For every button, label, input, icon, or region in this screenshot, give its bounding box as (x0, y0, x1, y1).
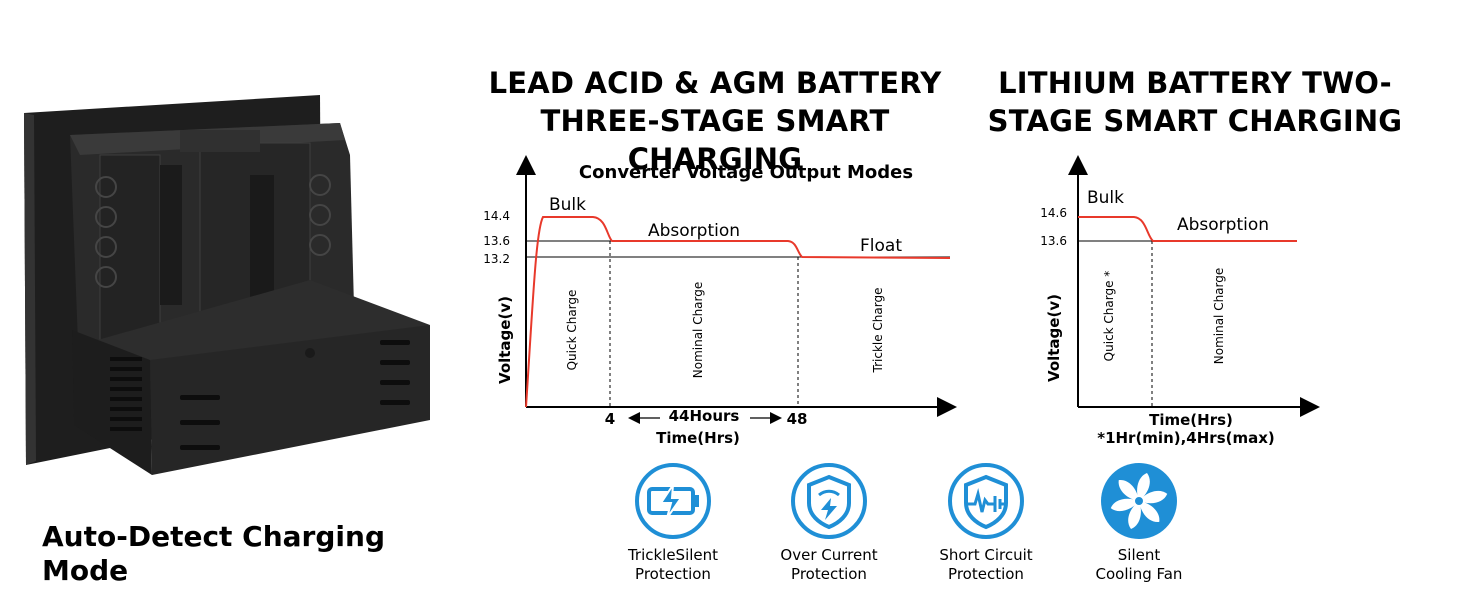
region-quick-charge: Quick Charge * (1102, 271, 1116, 362)
region-quick-charge: Quick Charge (565, 290, 579, 371)
short-circuit-shield-icon (948, 463, 1024, 539)
lead-acid-chart: Converter Voltage Output Modes 14.4 13.6… (483, 155, 957, 447)
x-axis-label: Time(Hrs) (656, 429, 740, 447)
x-tick-4: 4 (605, 410, 615, 428)
feature-label-line2: Protection (948, 565, 1024, 583)
feature-label-line1: Silent (1117, 546, 1161, 564)
y-tick-14.6: 14.6 (1040, 206, 1067, 220)
converter-device-image (24, 95, 430, 475)
stage-absorption: Absorption (1177, 215, 1269, 235)
duration-label: 44Hours (669, 407, 740, 425)
product-caption: Auto-Detect Charging Mode (42, 520, 385, 587)
feature-label-line2: Protection (791, 565, 867, 583)
region-trickle-charge: Trickle Charge (871, 288, 885, 374)
feature-label-line2: Protection (635, 565, 711, 583)
x-tick-48: 48 (787, 410, 808, 428)
lead-acid-title-line1: LEAD ACID & AGM BATTERY (488, 66, 942, 100)
stage-absorption: Absorption (648, 221, 740, 241)
y-axis-label: Voltage(v) (1045, 294, 1063, 382)
battery-charge-icon (635, 463, 711, 539)
y-tick-13.2: 13.2 (483, 252, 510, 266)
y-tick-14.4: 14.4 (483, 209, 510, 223)
x-axis-note: *1Hr(min),4Hrs(max) (1097, 429, 1275, 447)
lithium-title-line1: LITHIUM BATTERY TWO- (998, 66, 1392, 100)
chart-title: Converter Voltage Output Modes (579, 162, 913, 183)
feature-label-line1: TrickleSilent (627, 546, 719, 564)
shield-bolt-icon (791, 463, 867, 539)
feature-silent-cooling-fan: Silent Cooling Fan (1059, 460, 1219, 584)
feature-short-circuit-protection: Short Circuit Protection (906, 460, 1066, 584)
region-nominal-charge: Nominal Charge (1212, 268, 1226, 365)
feature-label-line1: Short Circuit (939, 546, 1033, 564)
region-nominal-charge: Nominal Charge (691, 282, 705, 379)
stage-float: Float (860, 236, 902, 256)
feature-over-current-protection: Over Current Protection (749, 460, 909, 584)
x-axis-label: Time(Hrs) (1149, 411, 1233, 429)
feature-label-line1: Over Current (780, 546, 878, 564)
lithium-title: LITHIUM BATTERY TWO- STAGE SMART CHARGIN… (975, 64, 1415, 140)
y-tick-13.6: 13.6 (1040, 234, 1067, 248)
lithium-title-line2: STAGE SMART CHARGING (987, 104, 1403, 138)
feature-label-line2: Cooling Fan (1095, 565, 1183, 583)
y-tick-13.6: 13.6 (483, 234, 510, 248)
y-axis-label: Voltage(v) (496, 296, 514, 384)
lead-acid-title-line2: THREE-STAGE SMART CHARGING (540, 104, 890, 176)
lead-acid-title: LEAD ACID & AGM BATTERY THREE-STAGE SMAR… (455, 64, 975, 178)
fan-icon (1101, 463, 1177, 539)
charging-curve (525, 216, 951, 408)
stage-bulk: Bulk (1087, 188, 1124, 208)
feature-trickle-protection: TrickleSilent Protection (593, 460, 753, 584)
charging-curve (1078, 216, 1297, 242)
lithium-chart: 14.6 13.6 Bulk Absorption Quick Charge *… (1040, 155, 1320, 447)
stage-bulk: Bulk (549, 195, 586, 215)
